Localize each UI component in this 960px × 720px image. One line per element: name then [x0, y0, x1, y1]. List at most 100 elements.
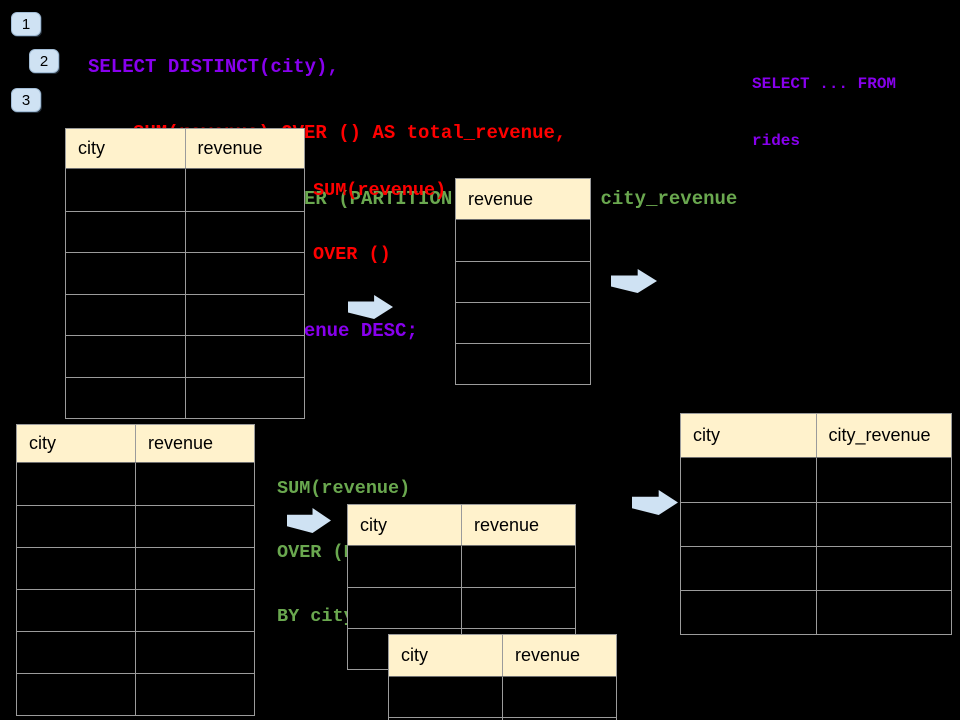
table-cell [184, 253, 305, 294]
table-row [456, 220, 590, 261]
header-cell: city [66, 129, 185, 168]
table-row [66, 376, 305, 419]
table-cell [461, 546, 575, 587]
table-cell [681, 591, 816, 634]
table-row [17, 673, 254, 715]
sql-line: SELECT DISTINCT(city), [88, 56, 339, 78]
annotation-total-revenue: SUM(revenue) OVER () [313, 138, 446, 308]
table-cell [135, 590, 254, 631]
table-row [66, 169, 304, 211]
table-row [348, 587, 575, 628]
table-cell [135, 463, 254, 505]
table-cell [66, 212, 185, 253]
table-cell [815, 591, 952, 634]
table-row [389, 677, 616, 717]
table-row [17, 463, 254, 505]
table-row [681, 502, 951, 546]
table-total-revenue-result: revenue [455, 178, 591, 385]
table-cell [815, 458, 952, 502]
table-cell [17, 632, 135, 673]
header-cell: revenue [184, 129, 304, 168]
table-row [389, 717, 616, 720]
table-cell [66, 336, 185, 377]
table-row [66, 335, 304, 377]
table-cell [389, 677, 502, 717]
table-cell [66, 169, 185, 211]
table-cell [135, 674, 254, 715]
table-header-row: revenue [456, 179, 590, 220]
header-cell: revenue [502, 635, 616, 676]
table-cell [681, 503, 816, 546]
table-cell [456, 262, 590, 302]
table-cell [135, 548, 254, 589]
table-row [17, 547, 254, 589]
table-cell [502, 718, 616, 720]
table-cell [17, 590, 135, 631]
table-cell [184, 377, 305, 418]
header-cell: revenue [461, 505, 575, 545]
side-note-line: SELECT ... FROM [752, 75, 897, 93]
table-row [456, 343, 590, 384]
table-cell [681, 458, 816, 502]
table-cell [348, 546, 461, 587]
table-cell [17, 548, 135, 589]
table-row [456, 261, 590, 302]
table-cell [461, 588, 575, 628]
table-cell [135, 632, 254, 673]
annotation-line: OVER () [313, 244, 391, 265]
table-row [681, 546, 951, 590]
step-badge-2: 2 [29, 49, 59, 73]
step-badge-1: 1 [11, 12, 41, 36]
table-cell [456, 303, 590, 343]
table-cell [502, 677, 616, 717]
table-cell [681, 547, 816, 590]
table-cell [17, 674, 135, 715]
table-cell [135, 506, 254, 547]
table-row [17, 505, 254, 547]
side-note-line: rides [752, 132, 801, 150]
table-cell [66, 253, 185, 294]
table-cell [184, 336, 305, 377]
table-cell [184, 294, 305, 335]
table-row [66, 252, 304, 294]
annotation-line: SUM(revenue) [277, 478, 411, 499]
table-cell [815, 503, 952, 546]
table-row [66, 210, 305, 253]
query-side-note: SELECT ... FROM rides [752, 38, 896, 188]
step-badge-3: 3 [11, 88, 41, 112]
table-cell [17, 463, 135, 505]
table-row [456, 302, 590, 343]
table-row [681, 590, 951, 634]
header-cell: city_revenue [815, 414, 951, 457]
table-cell [17, 506, 135, 547]
table-cell [456, 344, 590, 384]
table-cell [66, 295, 185, 336]
header-cell: city [389, 635, 502, 676]
arrow-partition-to-result-icon [632, 490, 678, 515]
annotation-line: SUM(revenue) [313, 180, 447, 201]
header-cell: revenue [456, 179, 590, 219]
header-cell: city [348, 505, 461, 545]
table-cell [456, 220, 590, 261]
table-row [348, 546, 575, 587]
table-cell [184, 169, 305, 211]
table-cell [184, 211, 305, 252]
table-cell [348, 588, 461, 628]
table-row [17, 589, 254, 631]
header-cell: city [681, 414, 816, 457]
table-row [66, 293, 305, 336]
table-cell [66, 378, 185, 419]
table-cell [815, 547, 952, 590]
header-cell: city [17, 425, 135, 462]
table-row [17, 631, 254, 673]
